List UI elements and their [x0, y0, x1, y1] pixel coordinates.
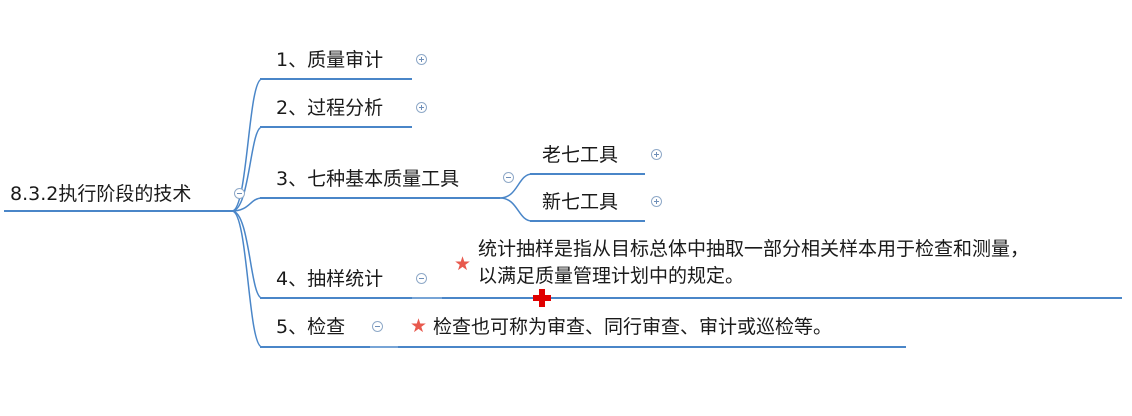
note-sampling-line-2: 以满足质量管理计划中的规定。: [478, 265, 745, 287]
star-icon: ★: [454, 253, 472, 275]
connector-3: [231, 197, 263, 212]
note-sampling[interactable]: 统计抽样是指从目标总体中抽取一部分相关样本用于检查和测量， 以满足质量管理计划中…: [478, 236, 1029, 290]
expand-icon[interactable]: [416, 102, 427, 113]
collapse-icon[interactable]: [234, 188, 245, 199]
branch-topic-sampling[interactable]: 4、抽样统计: [276, 268, 384, 290]
collapse-icon[interactable]: [372, 321, 383, 332]
expand-icon[interactable]: [416, 54, 427, 65]
sub-topic-old-seven-tools[interactable]: 老七工具: [542, 144, 619, 166]
collapse-icon[interactable]: [416, 273, 427, 284]
marker-cross-icon: [533, 289, 551, 307]
sub-topic-new-seven-tools[interactable]: 新七工具: [542, 191, 619, 213]
connector-3a: [499, 173, 533, 199]
collapse-icon[interactable]: [503, 172, 514, 183]
note-inspection[interactable]: 检查也可称为审查、同行审查、审计或巡检等。: [433, 316, 833, 338]
connector-4: [231, 210, 263, 299]
branch-topic-quality-audit[interactable]: 1、质量审计: [276, 49, 384, 71]
expand-icon[interactable]: [651, 196, 662, 207]
branch-topic-seven-tools[interactable]: 3、七种基本质量工具: [276, 168, 460, 190]
root-topic[interactable]: 8.3.2执行阶段的技术: [10, 183, 192, 205]
star-icon: ★: [410, 315, 428, 337]
connector-3b: [499, 197, 533, 222]
branch-topic-process-analysis[interactable]: 2、过程分析: [276, 97, 384, 119]
connector-5: [231, 210, 263, 348]
note-sampling-line-1: 统计抽样是指从目标总体中抽取一部分相关样本用于检查和测量，: [478, 238, 1030, 260]
branch-topic-inspection[interactable]: 5、检查: [276, 316, 346, 338]
connector-1: [231, 78, 263, 212]
connector-2: [231, 126, 263, 212]
expand-icon[interactable]: [651, 149, 662, 160]
